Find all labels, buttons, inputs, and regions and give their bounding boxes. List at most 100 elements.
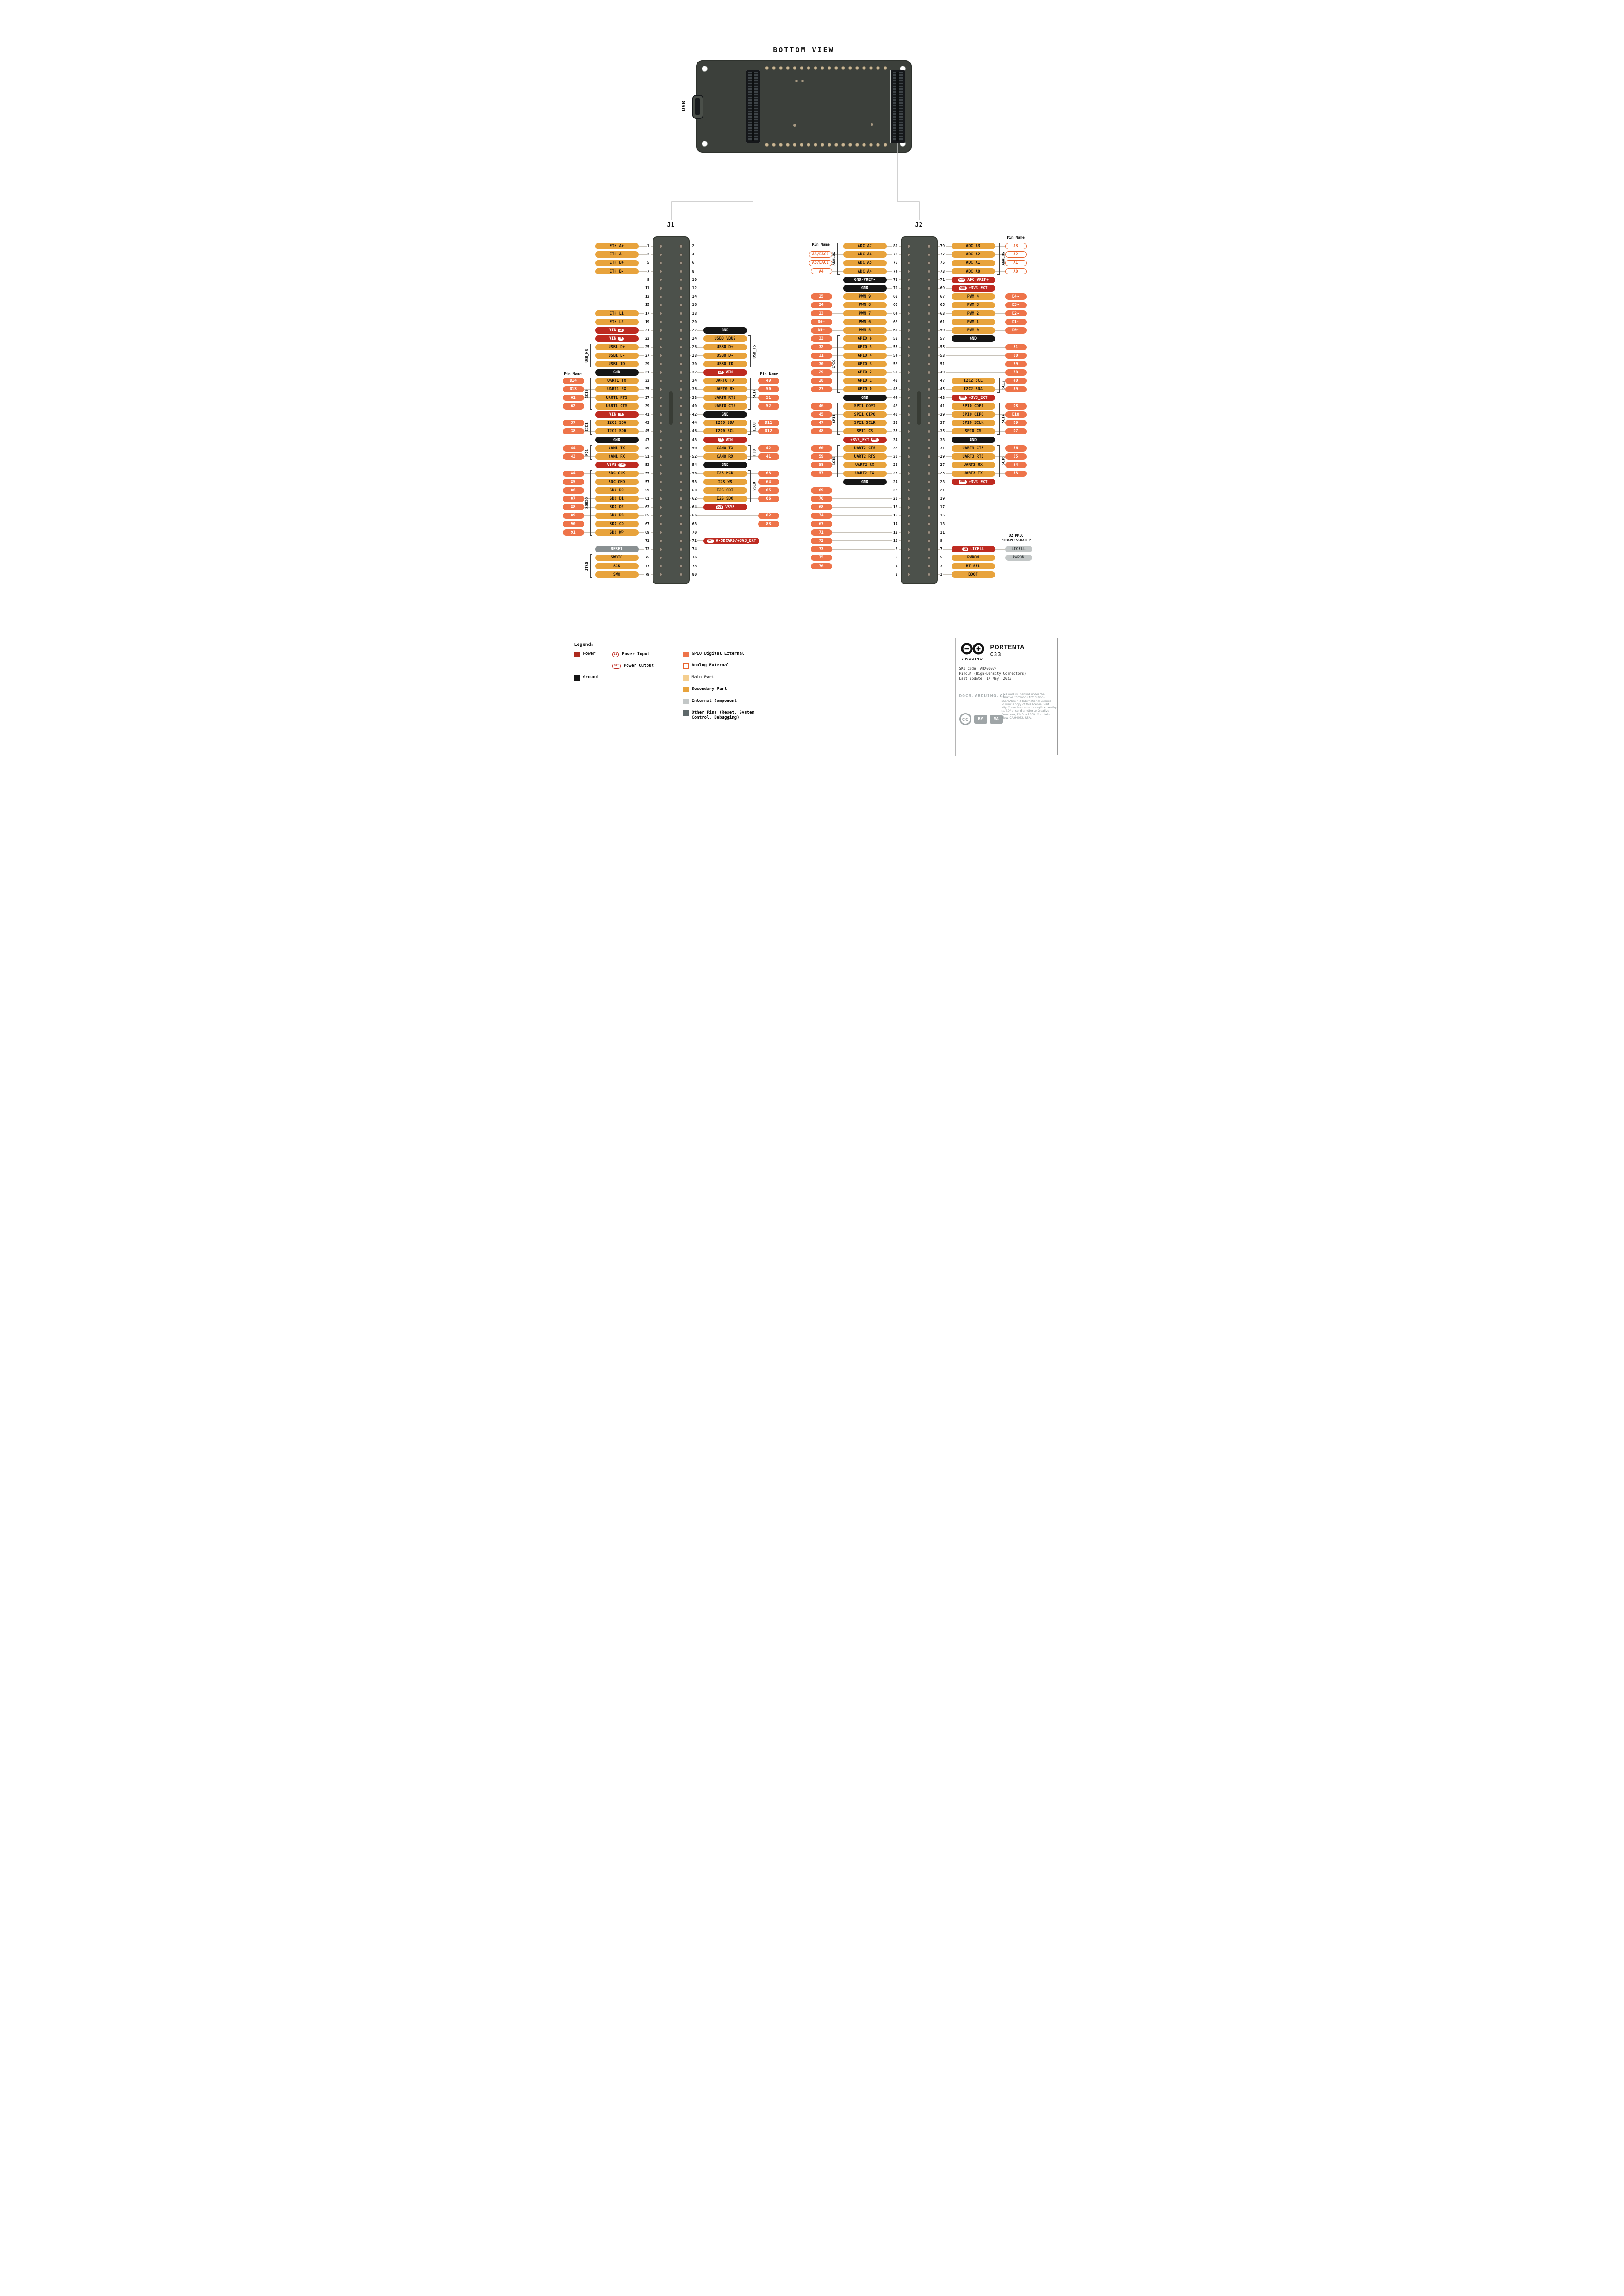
pin-number: 64	[691, 505, 698, 510]
pin-label-text: BOOT	[968, 572, 978, 577]
pin-number: 57	[644, 479, 651, 484]
castellated-pad	[806, 143, 810, 147]
power-output-badge: OUT	[612, 664, 621, 669]
pin-function-label: ADC A3	[951, 243, 995, 249]
pin-label-text: USB1 D-	[608, 353, 625, 358]
pin-label-text: V-SDCARD/+3V3_EXT	[716, 539, 756, 543]
pin-function-label: I2C2 SDA	[951, 386, 995, 393]
connector-pad	[659, 320, 663, 324]
legend-item-label: Power	[583, 652, 596, 656]
pin-function-label: I2C0 SCL	[703, 428, 747, 435]
pin-name-label: A6/DAC0	[809, 251, 832, 258]
connector-pad	[907, 295, 911, 298]
connector-pad	[927, 539, 931, 543]
connector-pad	[907, 497, 911, 501]
pin-number: 33	[939, 437, 946, 442]
pin-label-text: I2C0 SCL	[716, 429, 734, 434]
group-bracket-line	[590, 419, 591, 435]
pin-number: 72	[892, 277, 899, 282]
connector-pad	[659, 286, 663, 290]
connector-pad	[907, 565, 911, 568]
pin-name-label: 72	[810, 538, 832, 544]
pin-number: 78	[892, 252, 899, 257]
pin-function-label: UART0 RX	[703, 386, 747, 393]
board-bottom-view	[692, 60, 912, 153]
pin-label-text: VIN	[609, 336, 616, 341]
pin-number: 60	[892, 328, 899, 333]
pin-function-label: GND	[951, 335, 995, 342]
group-bracket-tick	[837, 274, 840, 275]
connector-pad	[679, 253, 683, 256]
pin-name-label: 91	[562, 529, 584, 536]
legend-item-power: Power	[574, 652, 596, 657]
pin-function-label: USB1 ID	[595, 361, 639, 367]
group-bracket-line	[750, 470, 751, 503]
connector-pad	[927, 286, 931, 290]
pin-label-text: +3V3_EXT	[968, 395, 988, 400]
group-bracket-line	[837, 445, 838, 477]
pin-number: 14	[892, 521, 899, 527]
castellated-pad	[778, 66, 783, 70]
group-label: FD1	[585, 449, 589, 456]
pin-leader-line	[822, 507, 901, 508]
pin-number: 21	[644, 328, 651, 333]
connector-pad	[907, 463, 911, 467]
pin-name-label: 67	[810, 521, 832, 527]
pin-number: 37	[939, 421, 946, 426]
castellated-pad	[869, 143, 873, 147]
pin-label-text: CAN0 RX	[716, 454, 734, 459]
pin-function-label: SPI0 CIPO	[951, 411, 995, 418]
pin-number: 21	[939, 488, 946, 493]
pin-label-text: SDC D3	[610, 513, 624, 518]
pin-function-label: I2C2 SCL	[951, 378, 995, 384]
pin-label-text: I2C2 SCL	[964, 379, 983, 384]
connector-pad	[659, 303, 663, 307]
connector-pad	[659, 329, 663, 332]
other-pins-swatch	[683, 710, 689, 716]
pin-function-label: SDC WP	[595, 529, 639, 536]
connector-pad	[679, 413, 683, 416]
pmic-ref: U2 PMIC	[1008, 534, 1024, 538]
pin-name-label: 52	[758, 403, 779, 410]
pin-number: 43	[644, 421, 651, 426]
pin-label-text: GND	[861, 479, 869, 484]
pin-name-label: 25	[810, 293, 832, 300]
pin-label-text: 56	[1013, 446, 1018, 451]
connector-pad	[659, 489, 663, 492]
pin-name-label: 50	[758, 386, 779, 393]
pin-function-label: GPIO 1	[843, 378, 887, 384]
group-bracket-line	[999, 242, 1000, 275]
via-pad	[795, 80, 798, 82]
pin-label-text: 44	[571, 446, 576, 451]
pin-name-label: 42	[758, 445, 779, 452]
group-bracket-line	[590, 445, 591, 460]
group-label: SCI6	[1001, 456, 1005, 465]
pin-number: 2	[894, 572, 899, 577]
group-bracket-line	[999, 403, 1000, 435]
last-update: Last update: 17 May, 2023	[959, 676, 1012, 681]
pin-name-label: 54	[1005, 462, 1027, 468]
pin-label-text: 47	[819, 421, 824, 426]
pin-number: 66	[691, 513, 698, 518]
connector-pad	[907, 505, 911, 509]
pin-label-text: SPI0 CS	[964, 429, 982, 434]
connector-pad	[927, 379, 931, 383]
pin-name-label: D0~	[1005, 327, 1027, 334]
pin-function-label: PWM 2	[951, 310, 995, 317]
pin-label-text: I2C2 SDA	[964, 387, 983, 392]
pin-number: 67	[939, 294, 946, 299]
connector-pad	[659, 573, 663, 577]
connector-pad	[679, 556, 683, 559]
pin-function-label: RESET	[595, 546, 639, 552]
group-label: USB_FS	[752, 345, 756, 358]
group-label: USB_HS	[585, 349, 589, 363]
pin-number: 39	[939, 412, 946, 417]
connector-pad	[927, 489, 931, 492]
pin-label-text: 75	[819, 555, 824, 560]
group-bracket-line	[590, 470, 591, 536]
pin-number: 20	[691, 319, 698, 324]
pin-name-label: 90	[562, 521, 584, 527]
pin-number: 46	[892, 387, 899, 392]
pin-number: 13	[644, 294, 651, 299]
